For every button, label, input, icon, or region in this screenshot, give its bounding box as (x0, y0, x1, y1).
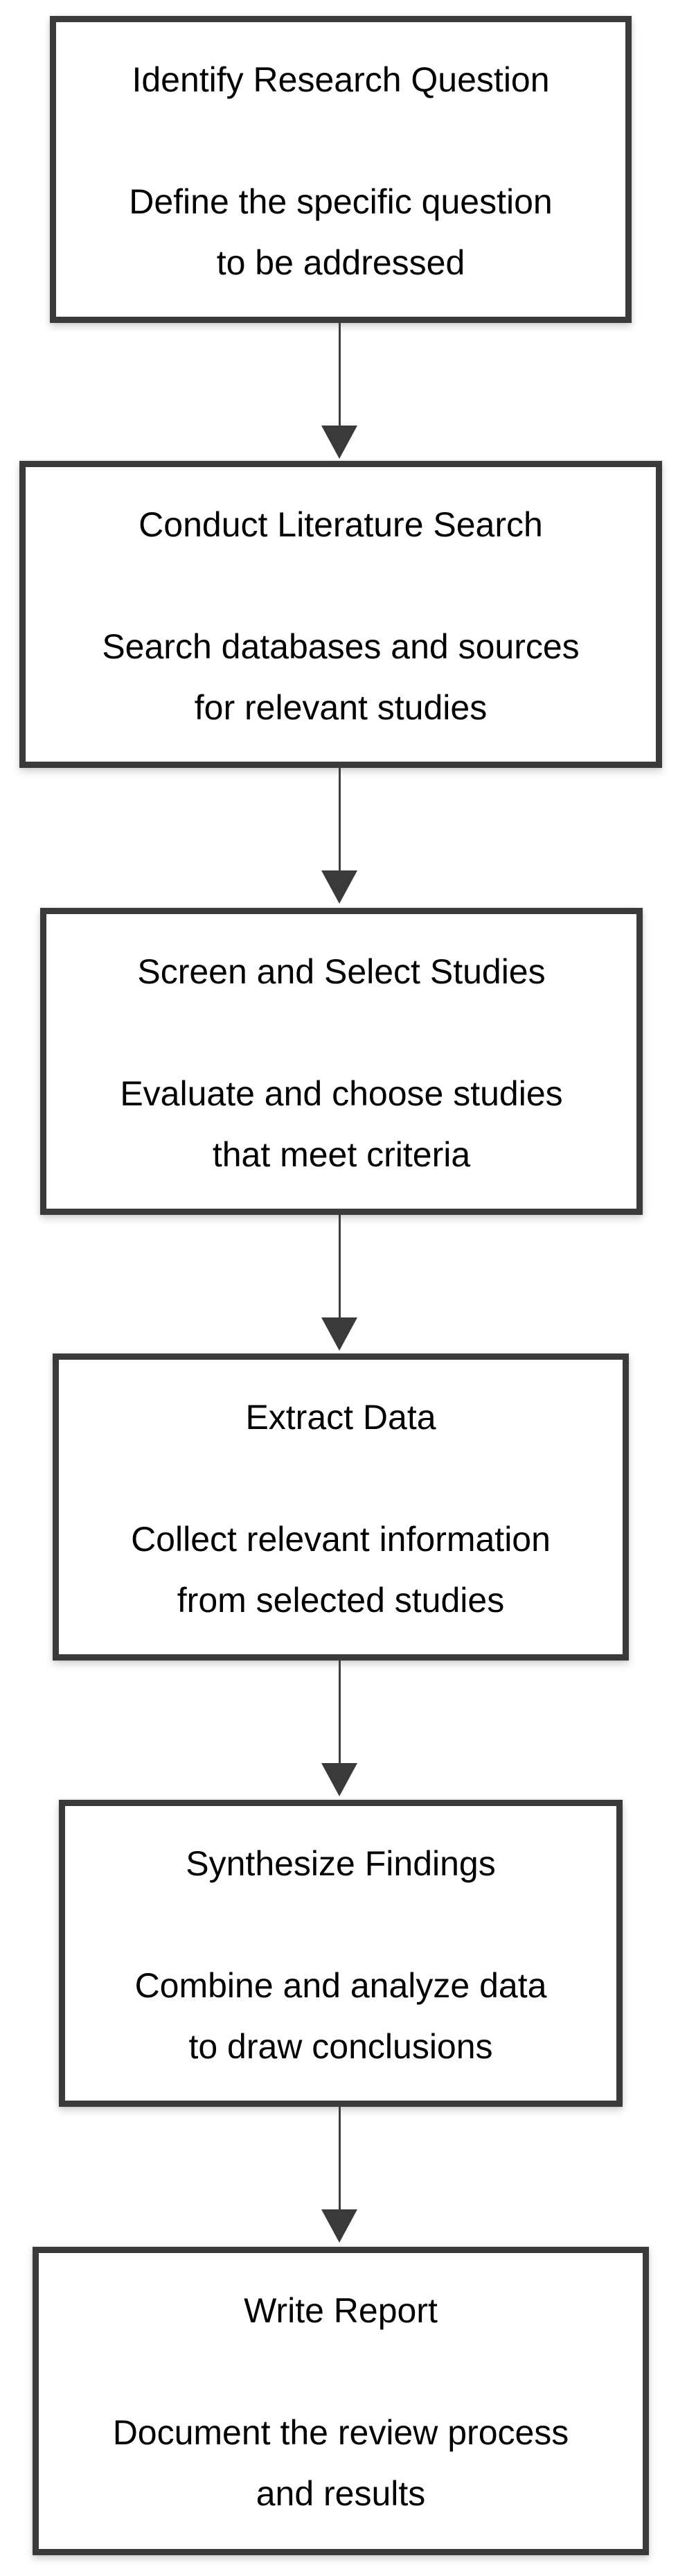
node-body-line: to be addressed (216, 243, 465, 282)
node-body-line: Combine and analyze data (134, 1966, 547, 2005)
flow-node-write-report: Write Report Document the review process… (33, 2247, 649, 2555)
arrowhead-down-icon (321, 1763, 357, 1796)
node-body-line: Collect relevant information (131, 1520, 551, 1559)
flow-node-conduct-literature-search: Conduct Literature Search Search databas… (19, 461, 662, 768)
arrowhead-down-icon (321, 426, 357, 459)
flow-arrow-2 (321, 768, 357, 904)
node-title: Screen and Select Studies (137, 952, 546, 991)
node-body-line: Define the specific question (129, 182, 553, 221)
node-title-body-gap (26, 555, 656, 616)
node-title-body-gap (56, 110, 625, 171)
arrow-shaft (338, 768, 341, 870)
node-body-line: Evaluate and choose studies (120, 1074, 563, 1113)
node-title-body-gap (59, 1448, 623, 1509)
node-body-line: to draw conclusions (188, 2027, 493, 2066)
arrowhead-down-icon (321, 1317, 357, 1351)
node-title: Conduct Literature Search (139, 505, 543, 544)
node-body-line: from selected studies (177, 1581, 505, 1620)
node-body-line: and results (256, 2474, 426, 2513)
flow-node-identify-research-question: Identify Research Question Define the sp… (50, 16, 632, 323)
node-title-body-gap (46, 1002, 636, 1063)
arrow-shaft (338, 1661, 341, 1763)
arrow-shaft (338, 1215, 341, 1317)
node-title: Extract Data (245, 1398, 436, 1437)
arrowhead-down-icon (321, 2209, 357, 2243)
node-body-line: for relevant studies (194, 688, 488, 727)
flow-node-extract-data: Extract Data Collect relevant informatio… (53, 1353, 629, 1661)
node-title: Synthesize Findings (186, 1844, 496, 1883)
flow-node-synthesize-findings: Synthesize Findings Combine and analyze … (59, 1800, 623, 2107)
node-body-line: that meet criteria (212, 1135, 471, 1174)
arrowhead-down-icon (321, 870, 357, 904)
node-title: Write Report (244, 2291, 438, 2330)
flow-arrow-5 (321, 2107, 357, 2243)
node-title-body-gap (39, 2341, 643, 2402)
node-body-line: Document the review process (112, 2413, 569, 2452)
flow-arrow-4 (321, 1661, 357, 1796)
node-title-body-gap (65, 1894, 616, 1955)
flow-arrow-3 (321, 1215, 357, 1351)
arrow-shaft (338, 323, 341, 426)
arrow-shaft (338, 2107, 341, 2209)
flow-arrow-1 (321, 323, 357, 459)
node-body-line: Search databases and sources (102, 627, 580, 666)
flow-node-screen-and-select-studies: Screen and Select Studies Evaluate and c… (40, 908, 643, 1215)
node-title: Identify Research Question (132, 60, 550, 99)
